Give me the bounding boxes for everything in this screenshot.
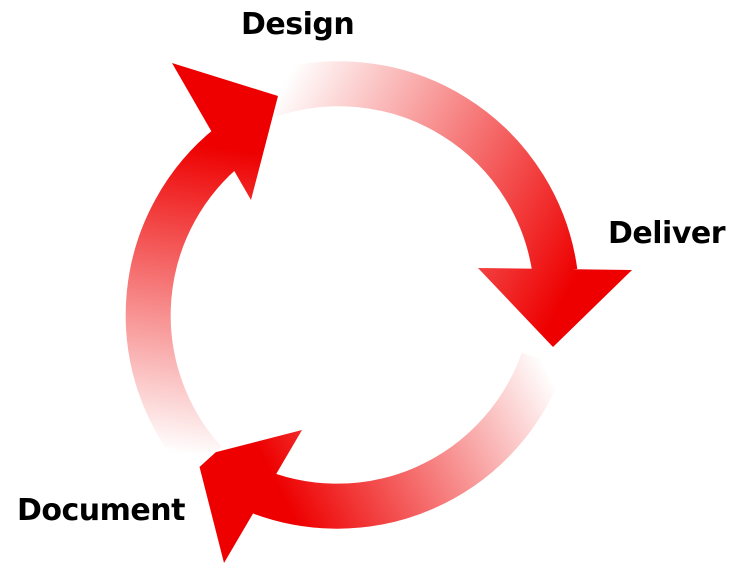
arrow-deliver-to-document <box>197 352 565 563</box>
stage-label-deliver: Deliver <box>608 216 726 251</box>
stage-label-design: Design <box>241 7 355 42</box>
stage-label-document: Document <box>17 493 185 528</box>
arrow-design-to-deliver <box>262 61 632 347</box>
arc-left <box>125 127 245 478</box>
arrowhead-document <box>197 430 302 563</box>
arc-bottom <box>241 352 565 529</box>
arrowhead-deliver <box>478 268 632 347</box>
arrowhead-design <box>172 63 278 200</box>
arc-top <box>262 61 578 276</box>
arrow-document-to-design <box>125 63 278 478</box>
